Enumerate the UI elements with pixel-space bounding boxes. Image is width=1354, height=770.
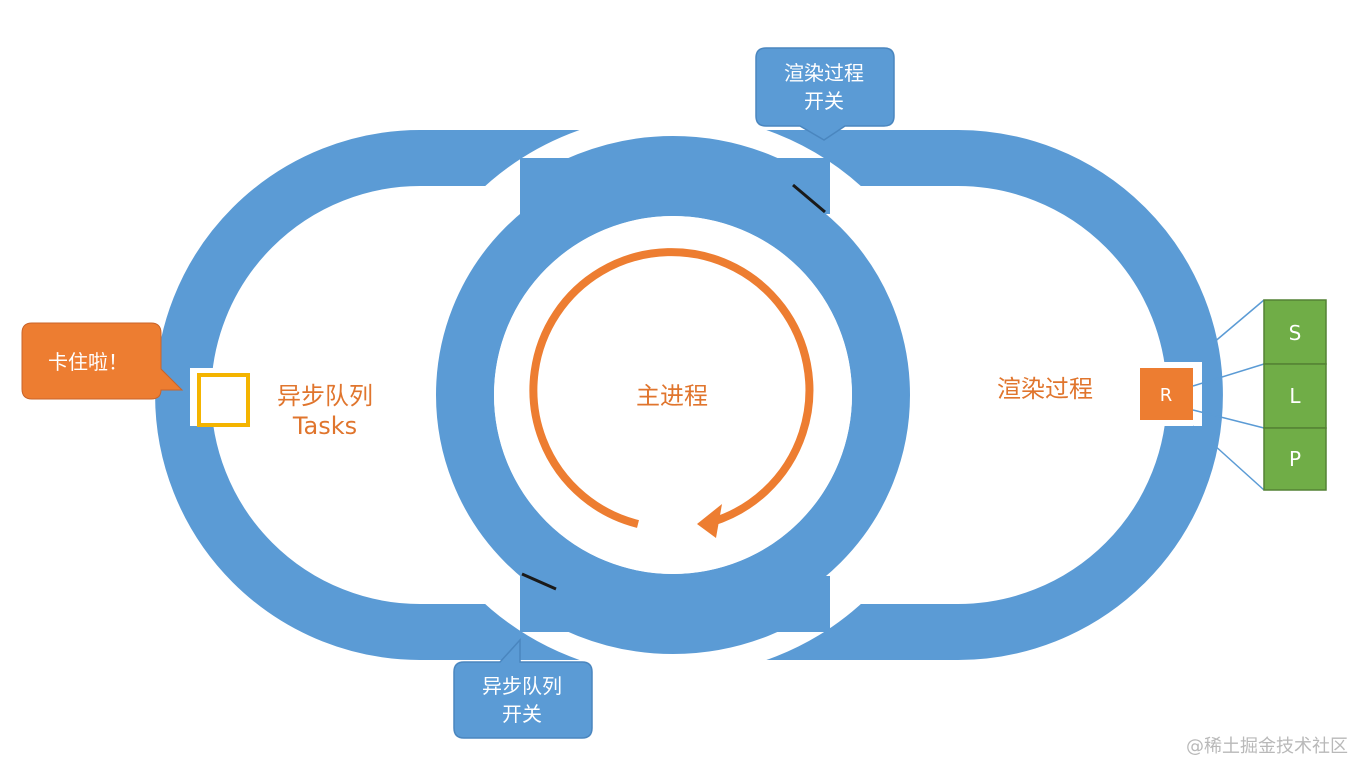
task-loop-label: 异步队列 — [277, 382, 373, 410]
render-loop-label: 渲染过程 — [997, 375, 1093, 403]
render-switch-callout-line2: 开关 — [804, 89, 844, 113]
render-step-s-box — [1263, 299, 1327, 365]
render-block — [1140, 368, 1193, 420]
center-ring-backdrop — [392, 114, 954, 676]
main-loop-label: 主进程 — [636, 382, 708, 410]
render-step-connectors — [1192, 299, 1265, 491]
render-switch-mark — [792, 183, 826, 214]
render-step-p-label: P — [1289, 447, 1301, 471]
outer-loop-track — [155, 130, 1223, 660]
render-step-l-label: L — [1289, 384, 1301, 408]
main-loop-arrow-arc — [529, 248, 814, 528]
main-loop-arrow-head — [697, 504, 722, 538]
render-step-s-label: S — [1289, 321, 1302, 345]
main-loop-inner — [494, 216, 852, 574]
render-step-l-box — [1263, 363, 1327, 429]
render-switch-callout-line1: 渲染过程 — [784, 61, 864, 85]
render-block-label: R — [1160, 385, 1173, 406]
task-switch-callout-line2: 开关 — [502, 702, 542, 726]
render-step-p-box — [1263, 427, 1327, 491]
task-switch-callout-line1: 异步队列 — [482, 674, 562, 698]
task-switch-mark — [521, 572, 557, 591]
blocked-callout-bubble — [21, 322, 184, 400]
task-switch-callout-bubble — [453, 638, 593, 739]
blocked-callout-text: 卡住啦！ — [48, 350, 128, 374]
blocked-task-box — [197, 373, 250, 427]
watermark: @稀土掘金技术社区 — [1186, 736, 1348, 757]
task-loop-sublabel: Tasks — [292, 412, 357, 440]
render-switch-callout-bubble — [755, 47, 895, 141]
